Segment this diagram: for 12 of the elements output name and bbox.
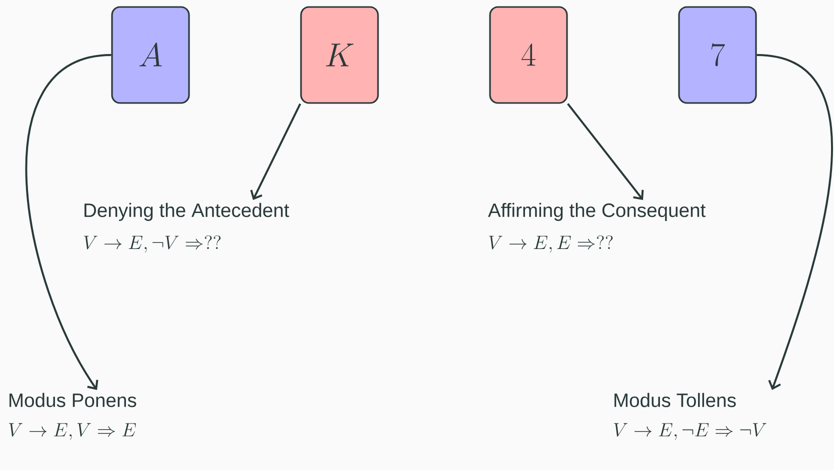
card: $A$ xyxy=(111,6,190,104)
arrow xyxy=(250,103,302,200)
card: $7$ xyxy=(678,6,757,104)
rule-label: Affirming the Consequent $V \to E, E \Rightarrow ??$ xyxy=(488,202,706,253)
arrow xyxy=(756,54,833,390)
arrow xyxy=(26,54,112,390)
rule-label: Denying the Antecedent $V \to E, \neg V \Rightarrow ??$ xyxy=(84,202,290,253)
rule-label: Modus Tollens $V \to E, \neg E \Rightarrow \neg V$ xyxy=(614,392,766,440)
card: $4$ xyxy=(489,6,568,104)
card: $K$ xyxy=(300,6,379,104)
arrow xyxy=(567,103,644,200)
rule-label: Modus Ponens $V \to E, V \Rightarrow E$ xyxy=(9,392,136,440)
